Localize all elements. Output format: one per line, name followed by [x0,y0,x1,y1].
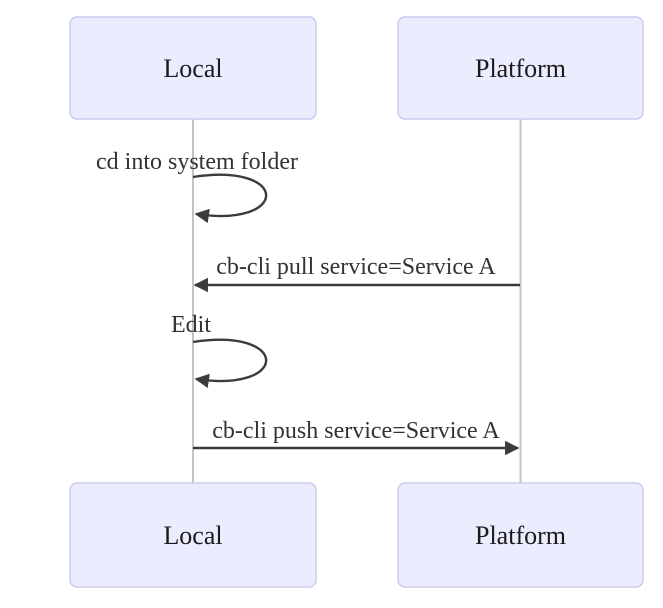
self-loop-arrow-1 [192,173,268,224]
self-loop-arrow-2 [192,338,268,389]
self-message-2-label: Edit [171,312,211,338]
actor-box-local-bottom [69,482,317,588]
actor-box-platform-bottom [397,482,644,588]
message-pull-label: cb-cli pull service=Service A [216,254,496,280]
actor-box-local-top [69,16,317,120]
actor-label-platform-bottom: Platform [475,521,566,550]
self-message-1-label: cd into system folder [96,149,298,175]
actor-label-platform-top: Platform [475,54,566,83]
actor-label-local-bottom: Local [163,521,222,550]
actor-box-platform-top [397,16,644,120]
actor-label-local-top: Local [163,54,222,83]
message-push-label: cb-cli push service=Service A [212,418,500,444]
